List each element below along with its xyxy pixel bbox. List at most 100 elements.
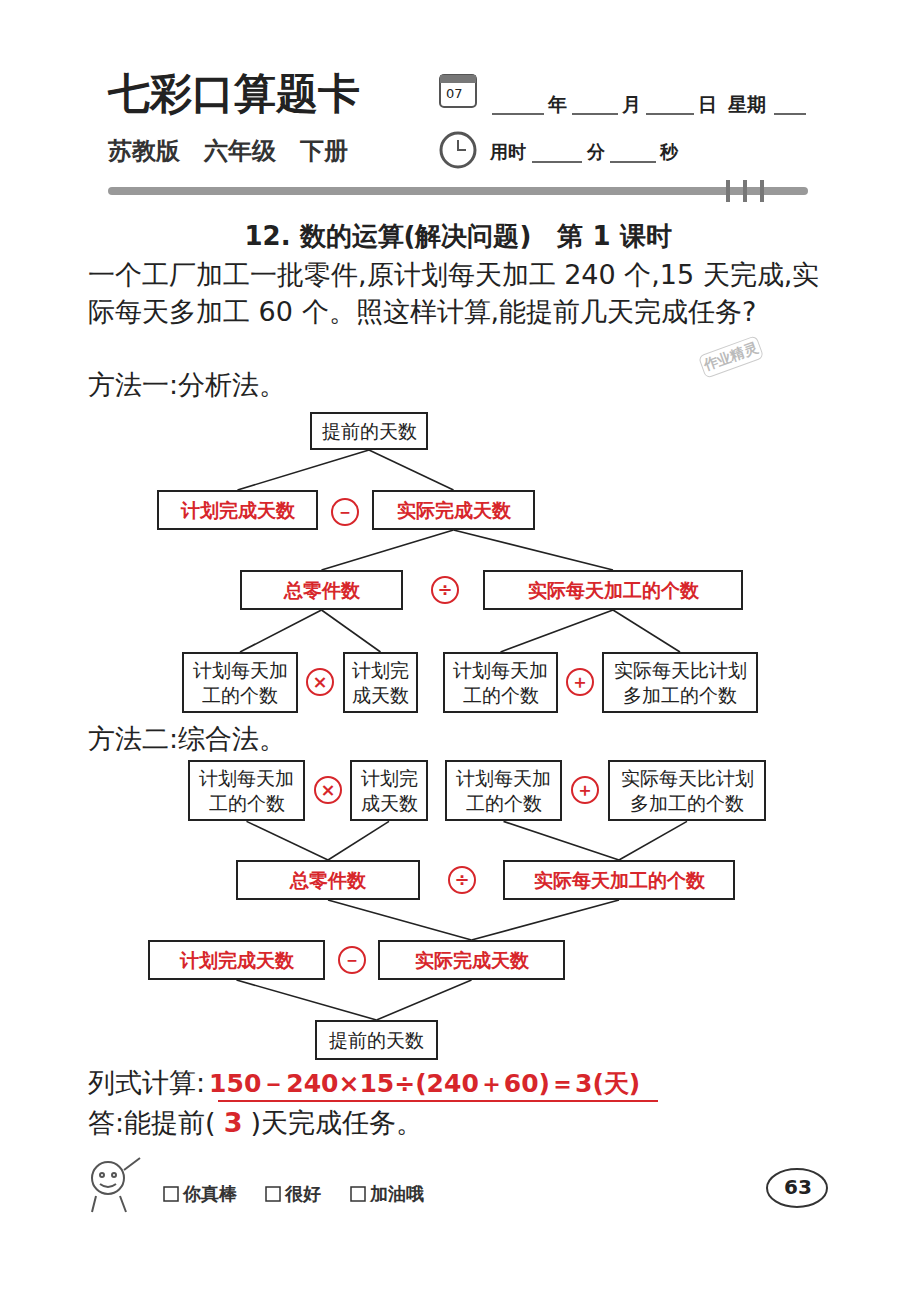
text-label: 日 <box>698 93 717 117</box>
node-text: × <box>320 778 335 801</box>
text-label: 一个工厂加工一批零件,原计划每天加工 240 个,15 天完成,实际每天多加工 … <box>88 256 833 330</box>
operator-circle: － <box>338 946 366 974</box>
text-label: 年 <box>548 93 567 117</box>
text-label: 七彩口算题卡 <box>108 68 360 121</box>
operator-circle: × <box>306 668 334 696</box>
concept-box: 实际每天比计划多加工的个数 <box>608 760 766 821</box>
concept-box: 实际完成天数 <box>378 940 565 980</box>
tree-connector <box>322 610 381 652</box>
node-text: 实际每天加工的个数 <box>534 868 705 893</box>
node-text: 提前的天数 <box>329 1028 424 1053</box>
concept-box: 提前的天数 <box>310 412 428 450</box>
clock-icon <box>441 133 475 167</box>
text-label: )天完成任务。 <box>250 1107 423 1138</box>
node-text: 计划每天加工的个数 <box>451 658 550 707</box>
text-label: 150－240×15÷(240＋60)＝3(天) <box>209 1069 640 1098</box>
concept-box: 实际每天比计划多加工的个数 <box>602 652 758 713</box>
text-label: 苏教版 六年级 下册 <box>108 136 348 166</box>
text-label: 63 <box>784 1175 812 1200</box>
node-text: 计划每天加工的个数 <box>190 658 290 707</box>
concept-box: 计划每天加工的个数 <box>445 760 562 821</box>
tree-connector <box>240 610 322 652</box>
node-text: ÷ <box>454 868 469 891</box>
tree-connector <box>328 821 389 860</box>
concept-box: 总零件数 <box>240 570 403 610</box>
tree-connector <box>501 610 614 652</box>
node-text: 计划完成天数 <box>351 658 410 707</box>
node-text: － <box>343 948 361 971</box>
concept-box: 实际每天加工的个数 <box>503 860 735 900</box>
operator-circle: ＋ <box>571 776 599 804</box>
tree-connector <box>619 821 687 860</box>
node-text: ＋ <box>571 670 589 693</box>
node-text: 计划完成天数 <box>358 766 420 815</box>
page-title: 12. 数的运算(解决问题) 第 1 课时 <box>0 220 916 253</box>
concept-box: 计划每天加工的个数 <box>443 652 558 713</box>
calendar-icon <box>440 75 476 107</box>
text-label: 用时 <box>490 141 526 164</box>
concept-box: 实际每天加工的个数 <box>483 570 743 610</box>
node-text: 计划完成天数 <box>181 498 295 523</box>
concept-box: 计划每天加工的个数 <box>182 652 298 713</box>
text-label: 你真棒 <box>183 1183 237 1206</box>
operator-circle: ＋ <box>566 668 594 696</box>
tree-connector <box>504 821 620 860</box>
header-bar <box>108 187 808 195</box>
concept-box: 提前的天数 <box>315 1020 438 1060</box>
node-text: ÷ <box>437 578 452 601</box>
text-label: 分 <box>587 141 605 164</box>
node-text: 实际每天比计划多加工的个数 <box>616 766 758 815</box>
tree-connector <box>328 900 472 940</box>
operator-circle: － <box>331 498 359 526</box>
operator-circle: ÷ <box>431 576 459 604</box>
concept-box: 计划完成天数 <box>350 760 428 821</box>
text-label: 列式计算: <box>88 1067 205 1098</box>
tree-connector <box>369 450 454 490</box>
node-text: 计划每天加工的个数 <box>196 766 297 815</box>
clock-hands <box>458 140 466 150</box>
blank-lines <box>492 114 806 162</box>
node-text: 计划完成天数 <box>180 948 294 973</box>
concept-box: 计划每天加工的个数 <box>188 760 305 821</box>
node-text: 实际完成天数 <box>397 498 511 523</box>
text-label: 星期 <box>728 93 766 117</box>
concept-box: 计划完成天数 <box>148 940 325 980</box>
text-label: 作业精灵 <box>698 335 764 378</box>
calendar-top <box>440 75 476 83</box>
concept-box: 计划完成天数 <box>157 490 318 530</box>
node-text: 实际每天比计划多加工的个数 <box>610 658 750 707</box>
operator-circle: × <box>314 776 342 804</box>
node-text: 实际完成天数 <box>415 948 529 973</box>
tree-connector <box>247 821 329 860</box>
node-text: 总零件数 <box>290 868 366 893</box>
tree-connector <box>322 530 454 570</box>
operator-circle: ÷ <box>448 866 476 894</box>
text-label: 很好 <box>285 1183 321 1206</box>
node-text: × <box>312 670 327 693</box>
text-row: 答:能提前( 3)天完成任务。 <box>88 1106 423 1140</box>
concept-box: 实际完成天数 <box>372 490 535 530</box>
text-label: 月 <box>622 93 641 117</box>
text-label: 答:能提前( <box>88 1107 216 1138</box>
text-label: 方法二:综合法。 <box>88 722 286 756</box>
node-text: 实际每天加工的个数 <box>528 578 699 603</box>
text-row: 列式计算:150－240×15÷(240＋60)＝3(天) <box>88 1066 640 1100</box>
tree-connector <box>472 900 620 940</box>
tree-connector <box>238 450 370 490</box>
text-label: 方法一:分析法。 <box>88 368 286 402</box>
text-label: 07 <box>446 86 463 102</box>
page-number-ring <box>767 1169 827 1207</box>
concept-box: 计划完成天数 <box>343 652 418 713</box>
text-label: 3 <box>224 1107 243 1138</box>
tree-connector <box>454 530 614 570</box>
concept-box: 总零件数 <box>236 860 420 900</box>
tree-connector <box>237 980 377 1020</box>
node-text: 计划每天加工的个数 <box>453 766 554 815</box>
text-label: 加油哦 <box>370 1183 424 1206</box>
node-text: ＋ <box>576 778 594 801</box>
node-text: － <box>336 500 354 523</box>
node-text: 总零件数 <box>284 578 360 603</box>
text-label: 秒 <box>660 141 678 164</box>
